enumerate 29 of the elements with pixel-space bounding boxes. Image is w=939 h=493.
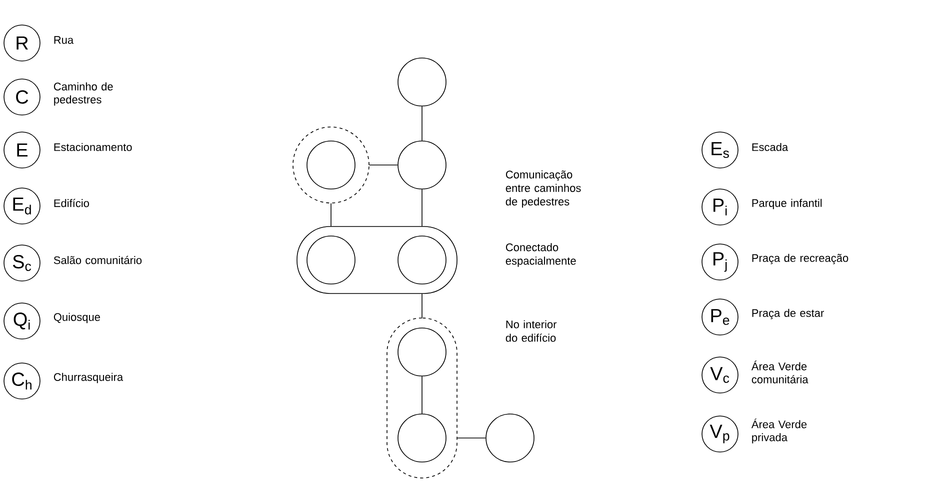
node-label: Churrasqueira <box>54 372 124 384</box>
annotation-text: No interior do edifício <box>506 320 557 342</box>
circle <box>306 236 356 284</box>
capsule-outline <box>296 226 458 294</box>
node-label: Caminho de pedestres <box>54 82 113 106</box>
connector-line <box>330 203 332 226</box>
node-label: Salão comunitário <box>54 256 142 264</box>
circle <box>398 58 446 106</box>
circle <box>306 140 356 190</box>
node-label: Quiosque <box>54 312 100 324</box>
node-label: Estacionamento <box>54 142 132 152</box>
dashed-capsule <box>386 318 458 478</box>
node-label: Área Verde comunitária <box>751 360 808 384</box>
node-label: Rua <box>54 36 74 44</box>
circle <box>398 328 446 376</box>
annotation-text: Conectado espacialmente <box>506 243 576 267</box>
dashed-circle <box>292 126 370 204</box>
node-label: Praça de recreação <box>752 254 848 264</box>
node-label: Praça de estar <box>752 308 824 320</box>
node-label: Parque infantil <box>752 198 822 210</box>
circle <box>398 236 446 284</box>
annotation-text: Comunicação entre caminhos de pedestres <box>506 170 581 208</box>
node-label: Escada <box>752 142 788 152</box>
circle <box>398 414 446 462</box>
connector-line <box>369 164 398 166</box>
node-label: Área Verde privada <box>751 418 807 444</box>
circle <box>486 414 534 462</box>
node-label: Edifício <box>54 198 89 208</box>
circle <box>398 140 446 190</box>
